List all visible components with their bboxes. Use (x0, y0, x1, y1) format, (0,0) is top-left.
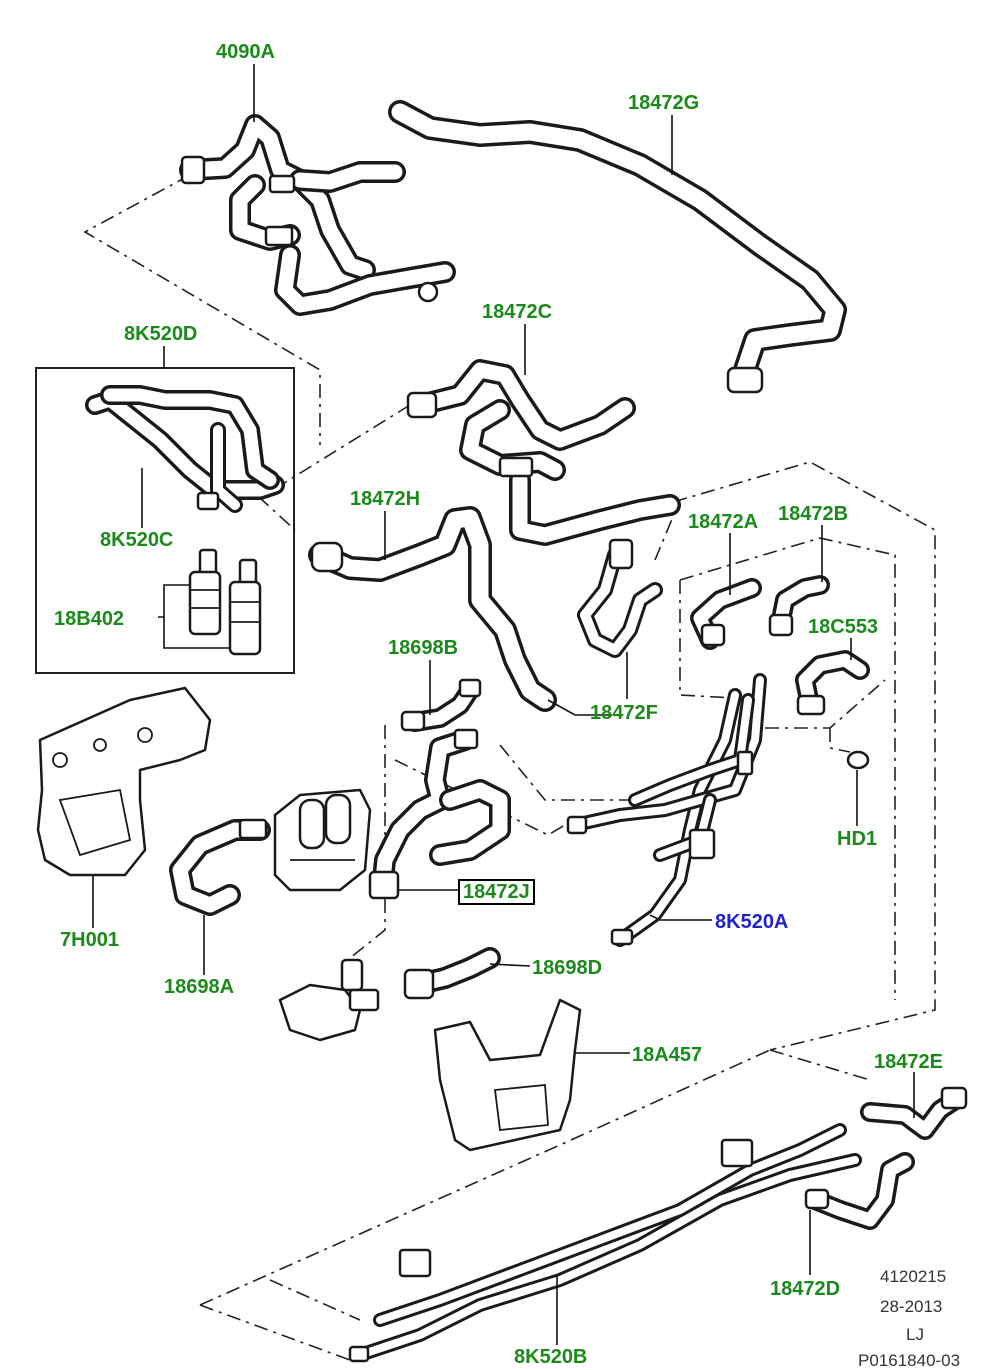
label-18472J[interactable]: 18472J (458, 879, 535, 905)
label-18472A[interactable]: 18472A (688, 511, 759, 533)
label-8K520B[interactable]: 8K520B (514, 1346, 588, 1368)
dash-outlines (83, 174, 936, 1361)
hoses-18472D-18472E (804, 1086, 968, 1230)
footer-ref: P0161840-03 (858, 1351, 961, 1370)
footer-initials: LJ (906, 1325, 924, 1344)
hose-18472H (308, 506, 557, 712)
label-18472D[interactable]: 18472D (770, 1278, 841, 1300)
label-18698D[interactable]: 18698D (532, 957, 603, 979)
pump-18698D (278, 947, 501, 1042)
label-7H001[interactable]: 7H001 (60, 929, 119, 951)
pipe-8K520D (85, 385, 285, 513)
heat-shield-7H001 (36, 686, 212, 877)
bracket-18A457 (433, 998, 582, 1152)
hose-18472F (577, 538, 663, 658)
hose-18C553 (795, 650, 870, 716)
label-18A457[interactable]: 18A457 (632, 1044, 703, 1066)
clip-HD1 (846, 750, 870, 770)
label-8K520A[interactable]: 8K520A (715, 911, 789, 933)
label-HD1[interactable]: HD1 (837, 828, 878, 850)
hose-18472G (388, 100, 847, 394)
label-18698A[interactable]: 18698A (164, 976, 235, 998)
pipe-8K520B (348, 1123, 862, 1363)
label-18472F[interactable]: 18472F (590, 702, 658, 724)
label-18472C[interactable]: 18472C (482, 301, 553, 323)
hose-18472J (368, 728, 511, 900)
label-18472B[interactable]: 18472B (778, 503, 849, 525)
valve-block (273, 788, 372, 892)
label-18B402[interactable]: 18B402 (54, 608, 125, 630)
label-18472H[interactable]: 18472H (350, 488, 421, 510)
label-18698B[interactable]: 18698B (388, 637, 459, 659)
hose-18698A (169, 818, 271, 916)
label-8K520C[interactable]: 8K520C (100, 529, 174, 551)
leader-lines (92, 64, 915, 1345)
hose-4090A (179, 114, 456, 316)
label-18C553[interactable]: 18C553 (808, 616, 879, 638)
label-18472E[interactable]: 18472E (874, 1051, 943, 1073)
label-8K520D[interactable]: 8K520D (124, 323, 198, 345)
hoses-18472A-18472B (690, 575, 830, 650)
footer-code: 4120215 (880, 1267, 947, 1286)
hose-18472C (406, 359, 681, 546)
connectors-18B402 (188, 548, 262, 656)
hose-18698B (400, 678, 482, 732)
label-4090A[interactable]: 4090A (216, 41, 275, 63)
footer-year: 28-2013 (880, 1297, 943, 1316)
label-18472G[interactable]: 18472G (628, 92, 700, 114)
pipe-8K520A (566, 673, 767, 947)
group-box-8K520D (35, 367, 295, 674)
